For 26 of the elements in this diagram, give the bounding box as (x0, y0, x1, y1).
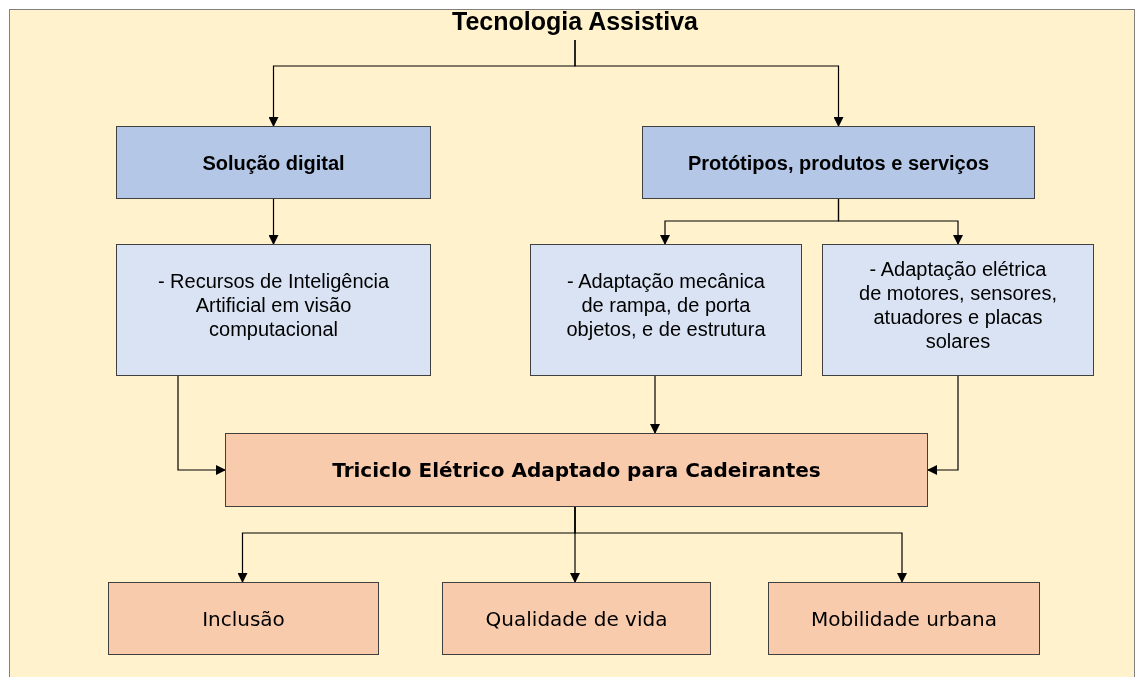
outcome-box (442, 582, 711, 655)
box-text: Protótipos, produtos e serviços (687, 150, 990, 175)
connector-arrow (927, 375, 959, 475)
box-text: Qualidade de vida (485, 606, 668, 631)
connector-arrow (650, 375, 660, 434)
root-node-text: Tecnologia Assistiva (452, 6, 698, 36)
result-box (225, 433, 928, 507)
detail-box (530, 244, 802, 376)
connector-arrow (268, 198, 279, 245)
box-text: Mobilidade urbana (811, 606, 997, 631)
detail-box (822, 244, 1094, 376)
outcome-box (108, 582, 379, 655)
box-text: Triciclo Elétrico Adaptado para Cadeirantes (332, 458, 821, 482)
detail-box (116, 244, 431, 376)
category-box (116, 126, 431, 199)
box-text: Solução digital (202, 150, 345, 175)
category-box (642, 126, 1035, 199)
connector-arrow (574, 39, 844, 127)
box-text: - Recursos de Inteligência Artificial em visão computacional (156, 269, 391, 341)
box-text: - Adaptação elétrica de motores, sensores, atuadores e placas solares (858, 257, 1058, 353)
connector-arrow (837, 198, 963, 245)
connector-arrow (574, 506, 907, 583)
connector-arrow (177, 375, 226, 475)
box-text: Inclusão (202, 606, 285, 631)
outcome-box (768, 582, 1040, 655)
box-text: - Adaptação mecânica de rampa, de porta objetos, e de estrutura (565, 269, 767, 341)
